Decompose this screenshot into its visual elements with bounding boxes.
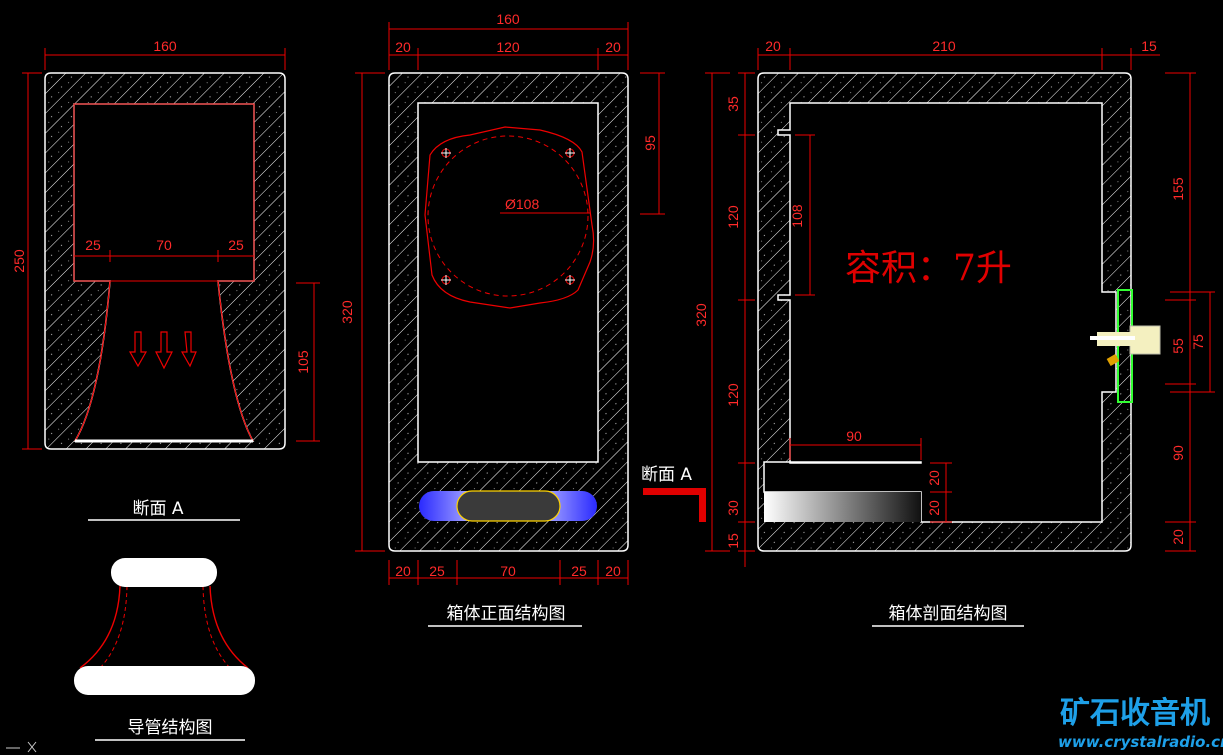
front-bottom-seg-3: 70: [500, 563, 516, 579]
watermark-logo: 矿石收音机 www.crystalradio.cn: [1058, 696, 1223, 751]
airflow-arrows-icon: [128, 331, 197, 370]
baffle-gap-label: 108: [789, 204, 805, 228]
volume-label: 容积：7升: [845, 248, 1012, 289]
section-walls: [757, 72, 1132, 552]
pipe-view: 导管结构图: [74, 558, 255, 741]
section-left-dim-1: 35: [725, 96, 741, 112]
speaker-frame: [424, 126, 595, 309]
section-left-dim-5: 15: [725, 533, 741, 549]
front-bottom-seg-5: 20: [605, 563, 621, 579]
section-caption: 箱体剖面结构图: [889, 604, 1008, 624]
front-bottom-seg-2: 25: [429, 563, 445, 579]
section-marker-icon: [643, 488, 706, 522]
section-height-label: 320: [693, 303, 709, 327]
ucs-axis-icon: [6, 741, 37, 753]
section-top-right-label: 15: [1141, 38, 1157, 54]
section-left-dim-3: 120: [725, 383, 741, 407]
section-top-mid-label: 210: [932, 38, 956, 54]
front-top-right-label: 20: [605, 39, 621, 55]
section-left-dim-2: 120: [725, 205, 741, 229]
pipe-caption: 导管结构图: [128, 718, 213, 738]
front-walls: [388, 72, 629, 552]
speaker-cone-outline: [427, 135, 589, 297]
watermark-title: 矿石收音机: [1060, 696, 1210, 731]
shelf-length-label: 90: [846, 428, 862, 444]
front-top-left-label: 20: [395, 39, 411, 55]
watermark-url: www.crystalradio.cn: [1058, 733, 1223, 751]
port-dim-2: 20: [926, 500, 942, 516]
port-dim-1: 20: [926, 470, 942, 486]
port-width-label: 70: [156, 237, 172, 253]
section-top-left-label: 20: [765, 38, 781, 54]
mount-screw-icons: [441, 148, 575, 285]
pipe-top-flange: [111, 558, 217, 587]
section-view: 容积：7升 20 210 15 35 120 120 30 15 320 108…: [693, 38, 1215, 627]
section-right-dim-2: 55: [1170, 338, 1186, 354]
port-left-label: 25: [85, 237, 101, 253]
front-bottom-seg-4: 25: [571, 563, 587, 579]
front-top-mid-label: 120: [496, 39, 520, 55]
front-height-label: 320: [339, 300, 355, 324]
section-a-view: 160 250 25 70 25 105 断面 A: [11, 38, 320, 521]
port-right-label: 25: [228, 237, 244, 253]
front-bottom-seg-1: 20: [395, 563, 411, 579]
section-right-dim-4: 90: [1170, 445, 1186, 461]
port-height-label: 105: [295, 350, 311, 374]
front-caption: 箱体正面结构图: [447, 604, 566, 624]
section-a-width-label: 160: [153, 38, 177, 54]
section-right-dim-5: 20: [1170, 529, 1186, 545]
port-tube-gradient: [764, 492, 921, 522]
section-marker-label: 断面 A: [641, 465, 692, 485]
section-right-dim-3: 75: [1190, 334, 1206, 350]
front-width-label: 160: [496, 11, 520, 27]
front-view: Ø108 160 20 120 20 320 95 20 25 70 25 20…: [339, 11, 706, 627]
section-right-dim-1: 155: [1170, 177, 1186, 201]
pipe-bottom-flange: [74, 666, 255, 695]
section-left-dim-4: 30: [725, 500, 741, 516]
section-a-height-label: 250: [11, 249, 27, 273]
speaker-offset-label: 95: [642, 135, 658, 151]
terminal-connector-icon: [1090, 289, 1161, 403]
section-a-caption: 断面 A: [132, 499, 183, 519]
section-a-walls: [44, 72, 286, 450]
speaker-diameter-label: Ø108: [505, 196, 539, 212]
